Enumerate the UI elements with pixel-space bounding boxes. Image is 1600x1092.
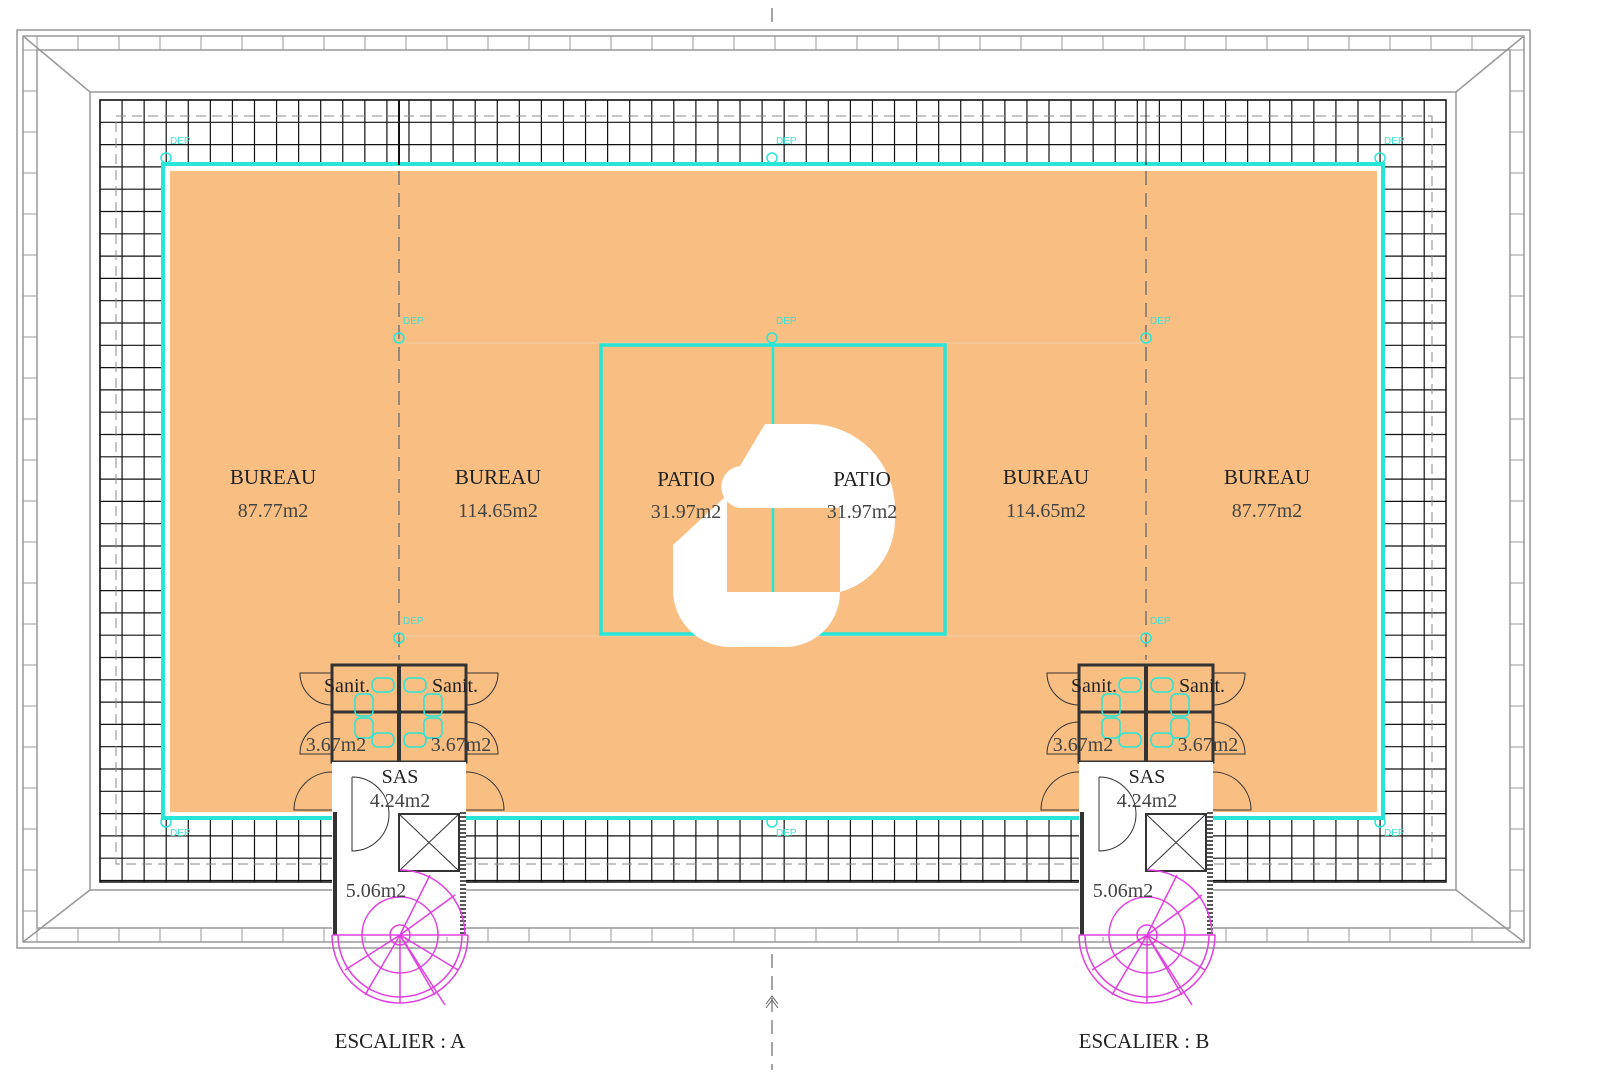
- room-label: BUREAU: [455, 465, 541, 489]
- stair-area: 5.06m2: [1093, 880, 1154, 902]
- room-label: BUREAU: [1003, 465, 1089, 489]
- setback-line: [115, 115, 1433, 865]
- downpipe-icon: [160, 816, 172, 828]
- room-area: 31.97m2: [651, 501, 722, 523]
- core-a: [293, 663, 505, 1006]
- sanit-label: Sanit.: [324, 675, 370, 697]
- sanit-area: 3.67m2: [431, 734, 492, 756]
- stair-label-a: ESCALIER : A: [335, 1029, 467, 1053]
- sanit-label: Sanit.: [1071, 675, 1117, 697]
- room-area: 87.77m2: [1232, 500, 1303, 522]
- room-label: PATIO: [833, 467, 891, 491]
- downpipe-icon: [393, 632, 405, 644]
- dep-label: DEP: [403, 316, 424, 327]
- downpipe-icon: [766, 332, 778, 344]
- dep-label: DEP: [776, 828, 797, 839]
- room-area: 114.65m2: [1006, 500, 1086, 522]
- sanit-label: Sanit.: [432, 675, 478, 697]
- downpipe-icon: [766, 816, 778, 828]
- dep-label: DEP: [170, 136, 191, 147]
- stair-label-b: ESCALIER : B: [1079, 1029, 1210, 1053]
- sas-label: SAS: [1129, 766, 1166, 788]
- room-label: PATIO: [657, 467, 715, 491]
- sanit-area: 3.67m2: [306, 734, 367, 756]
- room-label: BUREAU: [230, 465, 316, 489]
- room-area: 114.65m2: [458, 500, 538, 522]
- downpipe-markers: DEP DEP DEP DEP DEP DEP DEP DEP DEP DEP DEP: [160, 136, 1405, 839]
- downpipe-icon: [1374, 816, 1386, 828]
- downpipe-icon: [1140, 332, 1152, 344]
- partition-lines: [398, 171, 1147, 660]
- room-area: 87.77m2: [238, 500, 309, 522]
- dep-label: DEP: [1150, 316, 1171, 327]
- dep-label: DEP: [1384, 828, 1405, 839]
- sanit-label: Sanit.: [1179, 675, 1225, 697]
- north-arrow-icon: [765, 995, 779, 1009]
- sanit-area: 3.67m2: [1178, 734, 1239, 756]
- downpipe-icon: [766, 152, 778, 164]
- watermark-logo-icon: [673, 424, 895, 647]
- roof-tiles: [23, 36, 1524, 942]
- dep-label: DEP: [776, 316, 797, 327]
- stair-area: 5.06m2: [346, 880, 407, 902]
- sas-label: SAS: [382, 766, 419, 788]
- sas-area: 4.24m2: [370, 790, 431, 812]
- sanit-area: 3.67m2: [1053, 734, 1114, 756]
- dep-label: DEP: [403, 616, 424, 627]
- room-label: BUREAU: [1224, 465, 1310, 489]
- downpipe-icon: [1374, 152, 1386, 164]
- dep-label: DEP: [170, 828, 191, 839]
- dep-label: DEP: [1384, 136, 1405, 147]
- downpipe-icon: [393, 332, 405, 344]
- sas-area: 4.24m2: [1117, 790, 1178, 812]
- downpipe-icon: [160, 152, 172, 164]
- downpipe-icon: [1140, 632, 1152, 644]
- room-area: 31.97m2: [827, 501, 898, 523]
- dep-label: DEP: [1150, 616, 1171, 627]
- dep-label: DEP: [776, 136, 797, 147]
